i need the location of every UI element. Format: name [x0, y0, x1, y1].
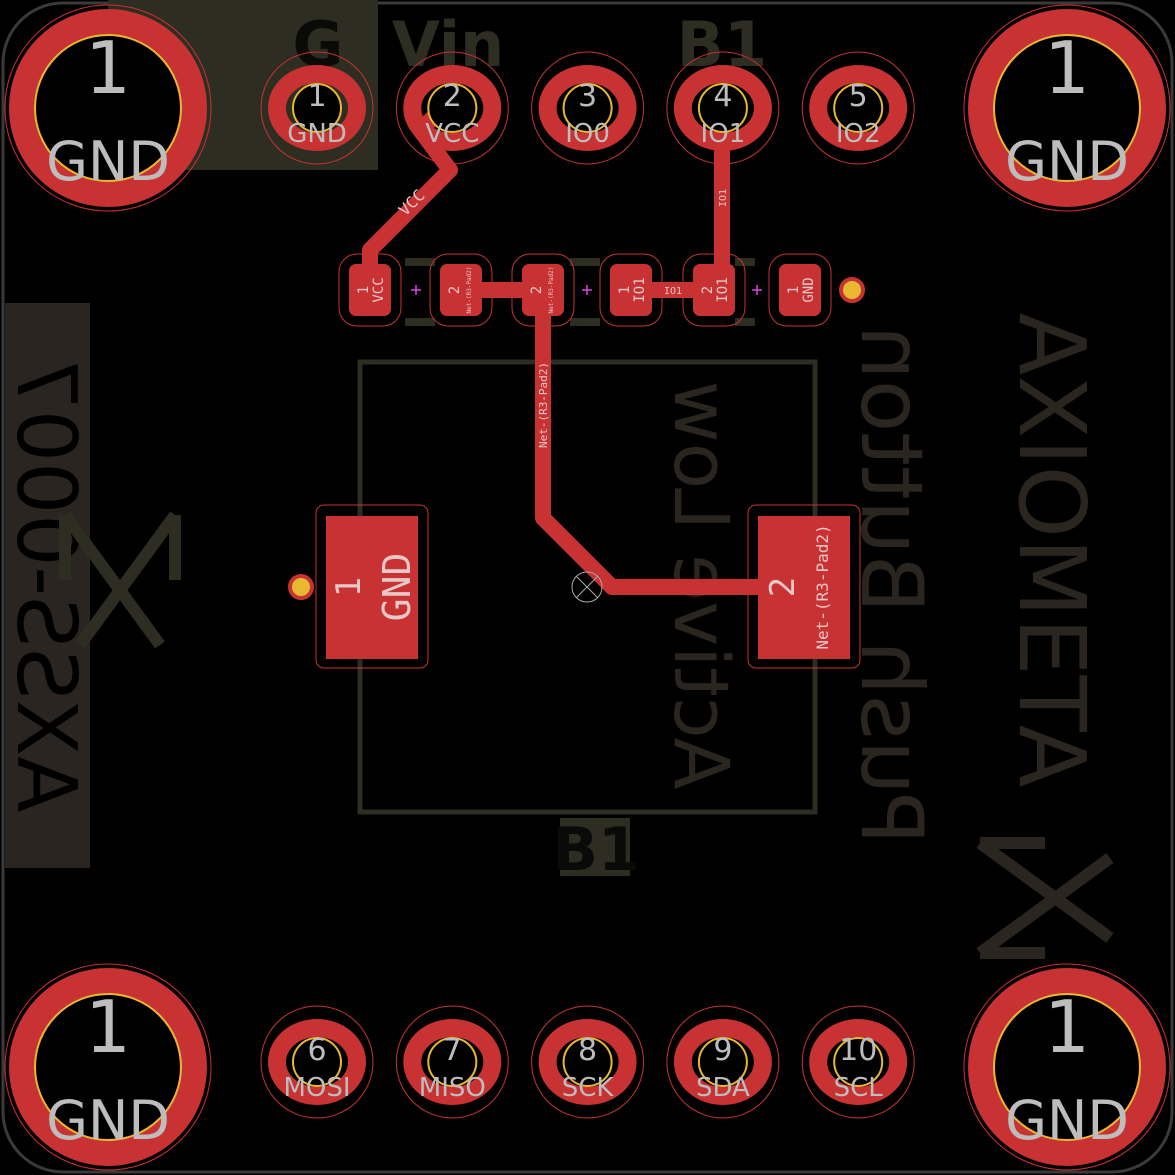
pin-net: SDA	[696, 1073, 750, 1103]
pin-net: VCC	[425, 119, 479, 149]
pin-net: IO2	[836, 119, 881, 149]
button-pad-2: 2 Net-(R3-Pad2)	[747, 504, 861, 669]
button-pad-1: 1 GND	[315, 504, 429, 669]
mount-hole-net: GND	[1005, 1089, 1129, 1152]
smd-pad-net: Net-(R3-Pad2)	[548, 267, 555, 314]
trace-label-net-r3: Net-(R3-Pad2)	[537, 362, 550, 448]
mount-hole-number: 1	[85, 985, 131, 1069]
smd-silk-bars	[405, 258, 755, 326]
pin-net: IO1	[701, 119, 746, 149]
part-number-block	[5, 303, 90, 868]
pin-number: 4	[713, 79, 732, 114]
button-center-marker	[571, 571, 603, 603]
button-pad-1-number: 1	[329, 577, 369, 597]
component-origin-markers	[411, 285, 762, 295]
pin-net: GND	[287, 119, 347, 149]
trace-label-io1: IO1	[718, 189, 729, 207]
pin-number: 10	[839, 1033, 877, 1068]
pin-net: SCK	[562, 1073, 615, 1103]
pin-net: SCL	[834, 1073, 884, 1103]
mount-hole-net: GND	[1005, 130, 1129, 193]
smd-pad-number: 2	[529, 286, 545, 294]
axiometa-logo	[976, 837, 1114, 959]
fiducial-dot	[839, 277, 865, 303]
mount-hole-net: GND	[46, 1089, 170, 1152]
brand-text: AXIOMETA	[998, 312, 1105, 787]
mount-hole-number: 1	[85, 26, 131, 110]
smd-pad-net: Net-(R3-Pad2)	[466, 267, 473, 314]
smd-pad-number: 2	[700, 286, 716, 294]
pin-net: MOSI	[283, 1073, 350, 1103]
trace-label-io1-short: IO1	[664, 286, 682, 297]
button-pad-1-net: GND	[375, 553, 419, 622]
smd-pad-number: 1	[786, 286, 802, 294]
mount-hole-number: 1	[1044, 985, 1090, 1069]
part-number-text: AXSS-0007	[0, 358, 93, 813]
pin-number: 6	[307, 1033, 326, 1068]
mount-hole-net: GND	[46, 130, 170, 193]
smd-pad-number: 1	[356, 286, 372, 294]
button-ref-label: B1	[552, 815, 639, 885]
fiducial-dot	[288, 574, 314, 600]
smd-pad-net: GND	[801, 277, 817, 302]
smd-pad-net: VCC	[371, 277, 387, 302]
pin-number: 7	[443, 1033, 462, 1068]
pin-number: 2	[443, 79, 462, 114]
button-pad-2-net: Net-(R3-Pad2)	[813, 524, 832, 649]
button-pad-2-number: 2	[763, 577, 803, 597]
smd-pad-net: IO1	[632, 277, 648, 302]
push-button-text: Push Button	[841, 325, 941, 845]
pin-net: MISO	[419, 1073, 486, 1103]
pin-number: 5	[849, 79, 868, 114]
pin-net: IO0	[565, 119, 610, 149]
smd-pad-net: IO1	[715, 277, 731, 302]
b1-ref-block	[560, 818, 630, 876]
smd-pad-number: 2	[447, 286, 463, 294]
pin-number: 3	[578, 79, 597, 114]
smd-pad-number: 1	[617, 286, 633, 294]
axiometa-logo-small	[59, 511, 181, 649]
pin-number: 9	[713, 1033, 732, 1068]
pin-number: 1	[307, 79, 326, 114]
pin-number: 8	[578, 1033, 597, 1068]
mount-hole-number: 1	[1044, 26, 1090, 110]
